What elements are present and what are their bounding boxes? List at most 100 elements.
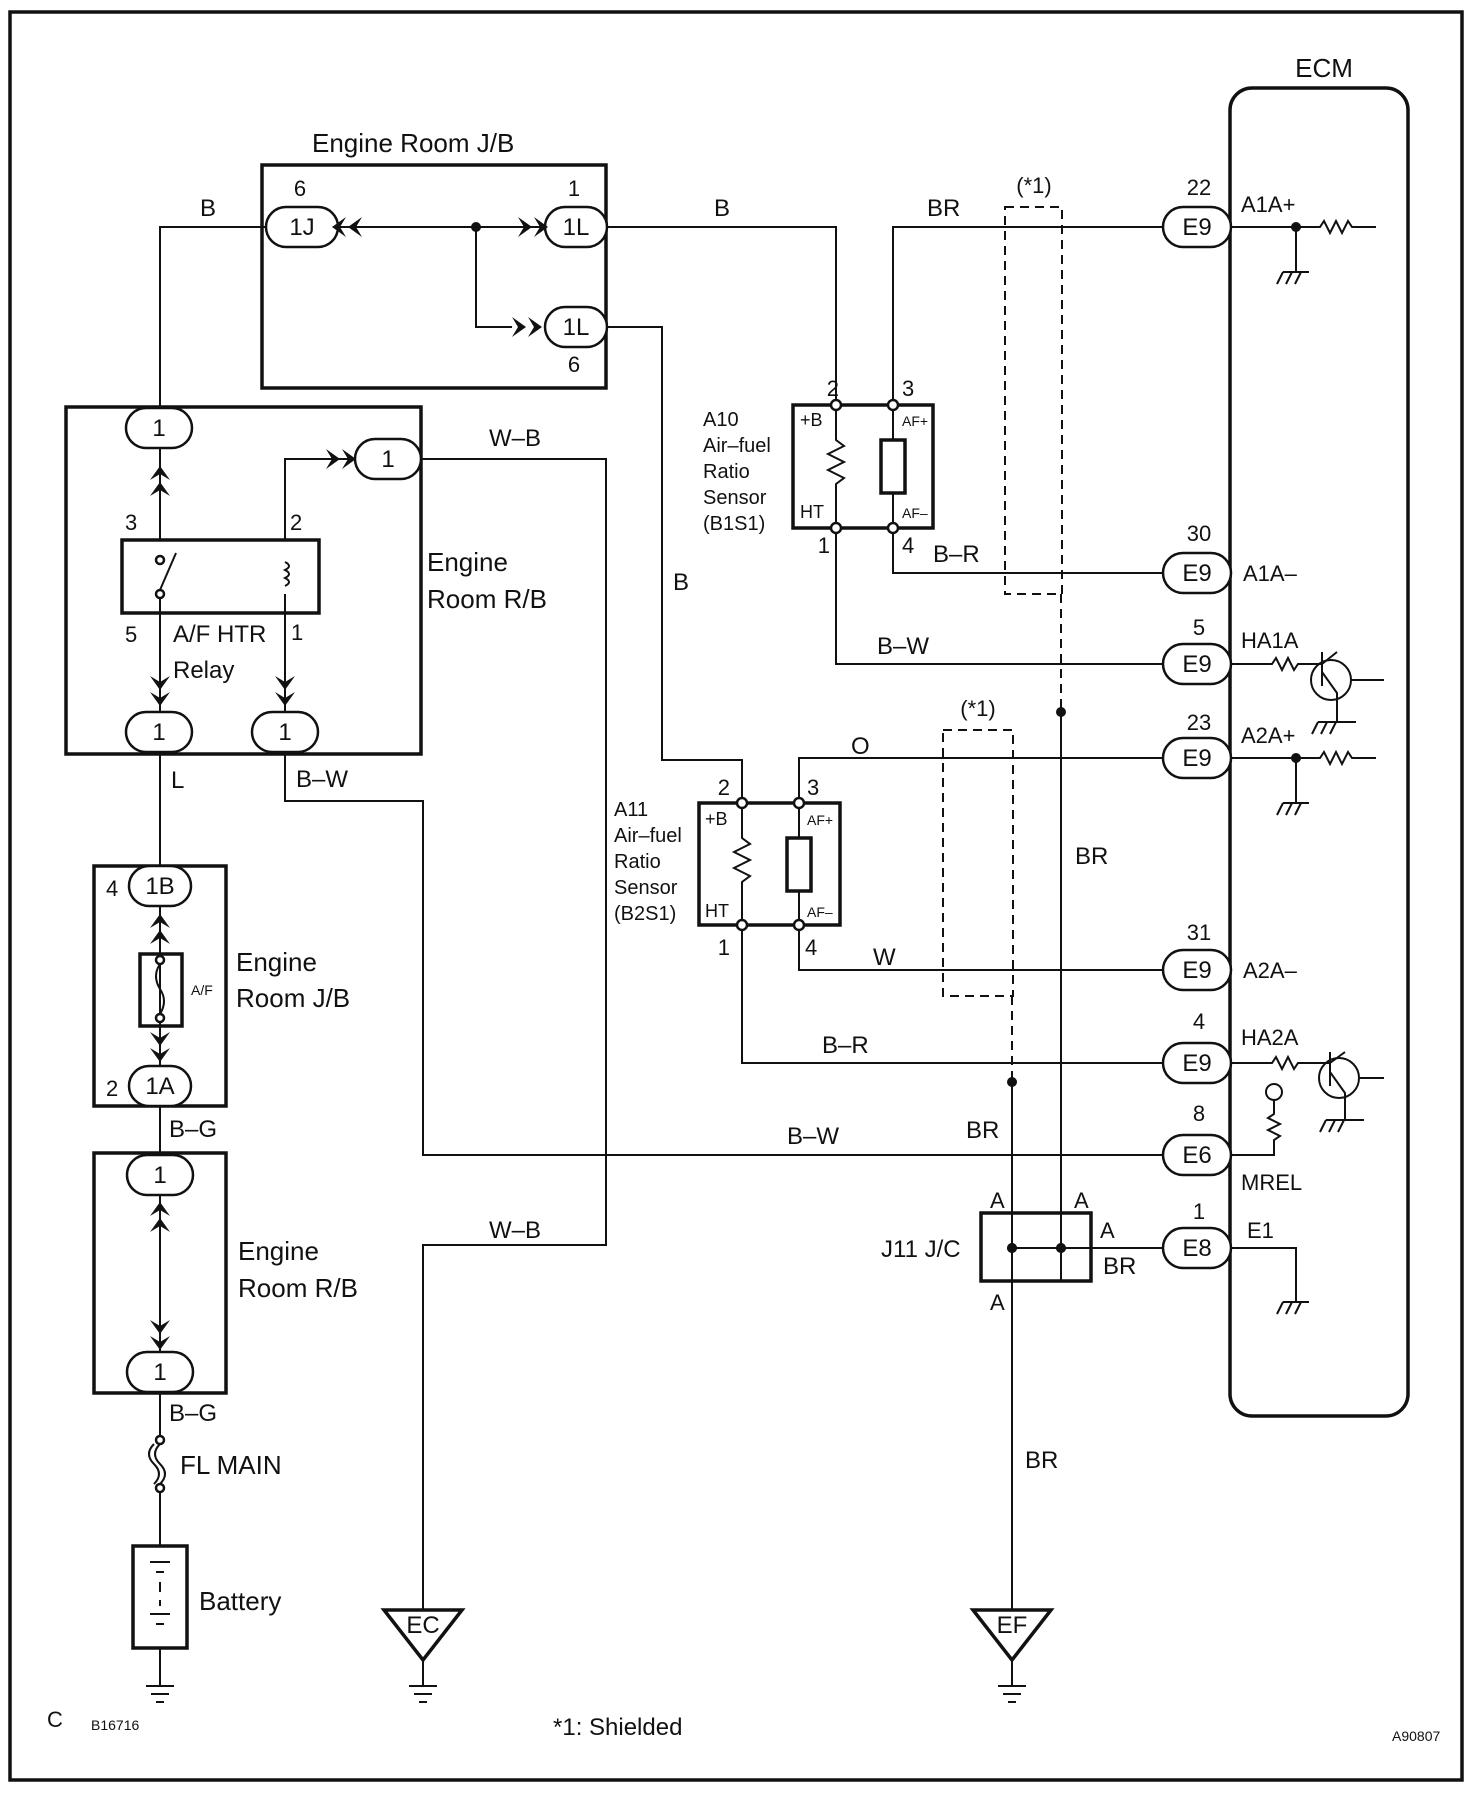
svg-text:1L: 1L [563,214,590,241]
svg-text:1: 1 [381,446,394,473]
svg-text:(B1S1): (B1S1) [703,513,765,535]
svg-text:A11: A11 [614,799,648,821]
svg-text:Engine: Engine [427,547,508,577]
svg-text:6: 6 [568,352,580,377]
svg-text:B: B [714,195,730,222]
svg-text:6: 6 [294,176,306,201]
svg-text:B–W: B–W [296,766,348,793]
svg-text:A: A [990,1290,1005,1315]
wire-labels: B B BR W–B B B–R B–W O BR L B–W W B–R BR… [169,195,1136,1474]
svg-text:E9: E9 [1182,745,1211,772]
svg-text:BR: BR [966,1117,999,1144]
svg-text:W–B: W–B [489,425,541,452]
svg-text:2: 2 [718,775,730,800]
svg-text:Room R/B: Room R/B [427,584,547,614]
svg-text:Ratio: Ratio [614,851,661,873]
svg-text:5: 5 [125,622,137,647]
svg-text:A/F HTR: A/F HTR [173,621,266,648]
svg-text:E9: E9 [1182,651,1211,678]
jb-top-title: Engine Room J/B [312,128,514,158]
svg-text:Room R/B: Room R/B [238,1273,358,1303]
svg-text:2: 2 [106,1076,118,1101]
svg-text:HT: HT [800,502,824,522]
svg-text:B–W: B–W [877,633,929,660]
svg-text:E9: E9 [1182,1050,1211,1077]
svg-text:O: O [851,733,870,760]
svg-text:1L: 1L [563,314,590,341]
shielded-note: *1: Shielded [553,1714,682,1741]
svg-text:AF+: AF+ [902,413,928,429]
battery: Battery [131,1544,281,1650]
svg-text:AF–: AF– [902,505,928,521]
svg-text:L: L [171,767,184,794]
svg-text:A2A+: A2A+ [1241,723,1295,748]
ecm-unit: ECM E9 22 A1A+ E9 30 A1A– E9 5 HA1A E9 2… [1161,53,1410,1418]
svg-text:Ratio: Ratio [703,461,750,483]
svg-text:B–W: B–W [787,1123,839,1150]
junction-connector-j11: J11 J/C A A A A [881,1188,1115,1315]
ecm-connector-e1: E8 1 E1 [1161,1199,1274,1270]
engine-room-rb-relay: Engine Room R/B 1 1 1 1 3 2 5 1 A/F HTR … [64,405,547,756]
svg-text:EF: EF [997,1612,1028,1639]
svg-text:+B: +B [800,410,823,430]
diagram-frame [8,10,1464,1782]
svg-text:A10: A10 [703,409,739,431]
svg-text:A/F: A/F [191,982,213,998]
svg-text:B–G: B–G [169,1116,217,1143]
af-sensor-a11: 2 3 1 4 +B HT AF+ AF– A11 Air–fuel Ratio… [614,775,842,960]
svg-text:E9: E9 [1182,957,1211,984]
svg-text:A: A [1074,1188,1089,1213]
svg-text:A2A–: A2A– [1243,958,1298,983]
svg-text:23: 23 [1187,710,1211,735]
ecm-connector-mrel: E6 8 MREL [1161,1101,1302,1195]
svg-text:4: 4 [1193,1009,1205,1034]
svg-text:+B: +B [705,809,728,829]
ground-symbols [146,1685,1026,1703]
svg-text:B–R: B–R [822,1032,869,1059]
svg-text:AF+: AF+ [807,812,833,828]
wires [159,206,1163,1686]
svg-text:BR: BR [1075,843,1108,870]
svg-text:E9: E9 [1182,560,1211,587]
svg-text:2: 2 [290,510,302,535]
svg-text:Battery: Battery [199,1586,281,1616]
svg-text:4: 4 [106,876,118,901]
svg-text:31: 31 [1187,920,1211,945]
svg-text:Engine: Engine [236,947,317,977]
svg-text:1A: 1A [145,1073,174,1100]
engine-room-jb-mid: Engine Room J/B 1B 4 1A 2 A/F [92,864,350,1108]
svg-text:Room J/B: Room J/B [236,983,350,1013]
svg-text:1: 1 [291,620,303,645]
svg-text:1: 1 [152,415,165,442]
svg-text:B: B [673,569,689,596]
ecm-connector-ha1a: E9 5 HA1A [1161,615,1299,686]
relay-body [120,538,321,615]
svg-text:E9: E9 [1182,214,1211,241]
engine-room-rb-bottom: Engine Room R/B 1 1 [92,1151,358,1395]
svg-text:Sensor: Sensor [703,487,767,509]
svg-text:Relay: Relay [173,657,234,684]
svg-text:W–B: W–B [489,1217,541,1244]
svg-text:B–R: B–R [933,541,980,568]
engine-room-jb-top: Engine Room J/B 1J 6 1L 1 1L 6 [260,128,609,390]
svg-text:Sensor: Sensor [614,877,678,899]
figure-code: B16716 [91,1717,139,1733]
af-sensor-a10: 2 3 1 4 +B HT AF+ AF– A10 Air–fuel Ratio… [703,376,935,558]
svg-text:B–G: B–G [169,1400,217,1427]
svg-text:E8: E8 [1182,1235,1211,1262]
ecm-connector-a1a-plus: E9 22 A1A+ [1161,175,1295,249]
svg-text:B: B [200,195,216,222]
splice-dots [471,222,1066,1253]
svg-text:BR: BR [1103,1253,1136,1280]
svg-text:1J: 1J [289,214,314,241]
reference-code: A90807 [1392,1728,1440,1744]
ground-ef: EF [969,1608,1055,1686]
svg-text:BR: BR [1025,1447,1058,1474]
svg-text:HA1A: HA1A [1241,628,1299,653]
svg-text:4: 4 [902,533,914,558]
svg-text:A1A–: A1A– [1243,561,1298,586]
svg-text:1: 1 [568,176,580,201]
svg-text:5: 5 [1193,615,1205,640]
svg-text:E6: E6 [1182,1142,1211,1169]
ground-ec: EC [380,1608,466,1686]
